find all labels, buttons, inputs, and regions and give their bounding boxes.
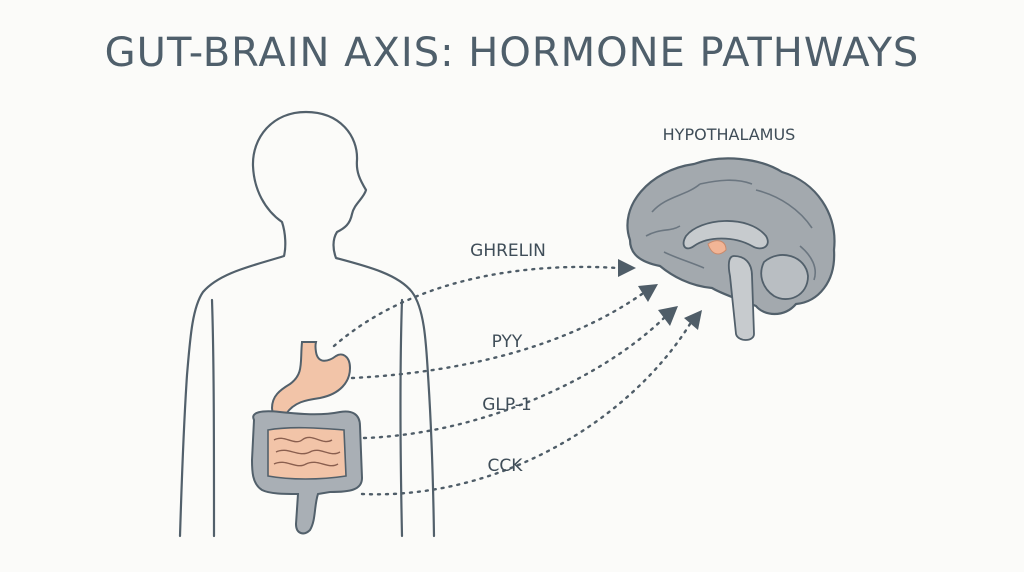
stomach-icon xyxy=(270,341,352,417)
brain-icon xyxy=(626,157,836,341)
ghrelin-label: GHRELIN xyxy=(470,241,546,261)
pathway-pyy: PYY xyxy=(350,284,658,380)
pathway-cck: CCK xyxy=(360,310,702,496)
pathway-ghrelin: GHRELIN xyxy=(332,241,636,348)
human-body-outline xyxy=(178,110,436,538)
page-title: GUT-BRAIN AXIS: HORMONE PATHWAYS xyxy=(104,30,920,76)
glp1-label: GLP-1 xyxy=(482,395,531,415)
pathway-glp1: GLP-1 xyxy=(362,306,678,440)
hormone-pathways: GHRELIN PYY GLP-1 CCK xyxy=(332,241,702,496)
pyy-label: PYY xyxy=(492,332,523,352)
hypothalamus-label: HYPOTHALAMUS xyxy=(663,125,796,144)
intestines-icon xyxy=(250,410,364,535)
cck-label: CCK xyxy=(488,456,524,476)
